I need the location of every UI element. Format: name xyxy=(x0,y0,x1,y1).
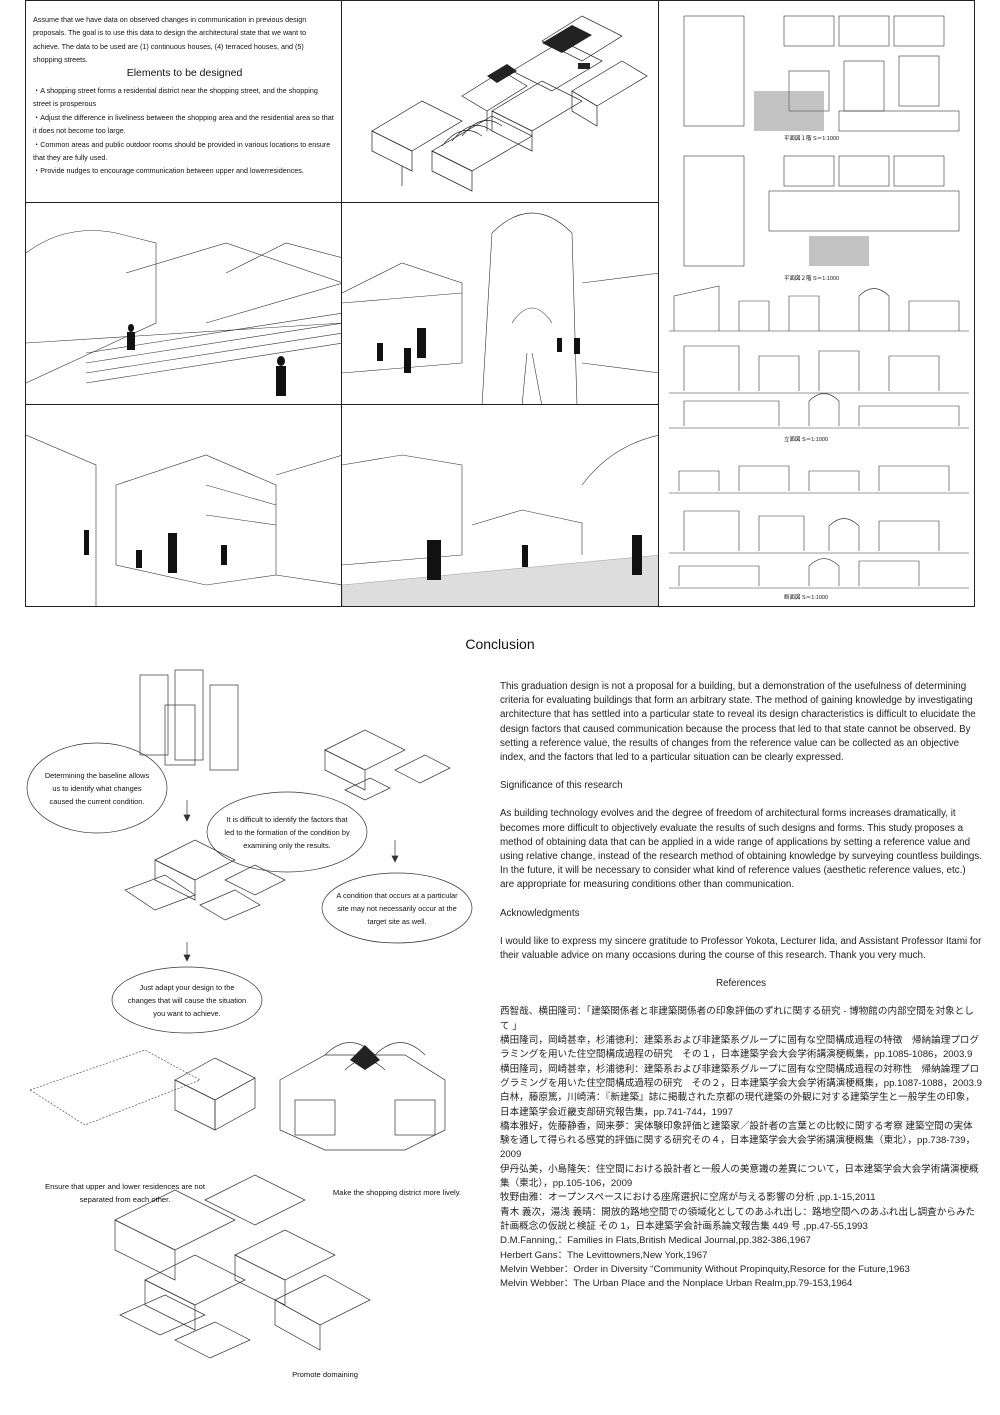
plan-elevation-drawings xyxy=(669,15,969,589)
caption-shopping: Make the shopping district more lively. xyxy=(332,1188,462,1197)
plan1-label: 平面図１階 S＝1:1000 xyxy=(784,136,840,142)
reference-item: 横田隆司，岡崎甚幸，杉浦徳利：建築系および非建築系グループに固有な空間構成過程の… xyxy=(500,1035,980,1061)
perspective-drawing xyxy=(26,230,341,396)
significance-text: As building technology evolves and the d… xyxy=(500,808,982,863)
bubble-baseline: Determining the baseline allows us to id… xyxy=(44,770,150,806)
reference-item: Melvin Webber：The Urban Place and the No… xyxy=(500,1278,853,1290)
perspective-drawing xyxy=(26,434,341,606)
perspective-drawing xyxy=(342,212,658,404)
conclusion-diagram xyxy=(26,669,473,1359)
reference-item: 牧野由雅：オープンスペースにおける座席選択に空席が与える影響の分析 ,pp.1-… xyxy=(500,1192,876,1204)
elevation-label: 立面図 S＝1:1000 xyxy=(784,437,829,443)
acknowledgments-heading: Acknowledgments xyxy=(500,907,580,919)
conclusion-paragraph: This graduation design is not a proposal… xyxy=(500,681,976,764)
section-label: 断面図 S＝1:1000 xyxy=(784,595,829,601)
future-text: In the future, it will be necessary to c… xyxy=(500,865,966,891)
caption-domaining: Promote domaining xyxy=(292,1370,358,1379)
elements-title: Elements to be designed xyxy=(126,67,243,79)
bubble-factors: It is difficult to identify the factors … xyxy=(224,814,350,850)
perspective-panel-3 xyxy=(25,404,342,607)
perspective-panel-1 xyxy=(25,202,342,405)
design-text-panel: Assume that we have data on observed cha… xyxy=(25,0,342,203)
reference-item: 橋本雅好，佐藤静香，岡来夢：実体験印象評価と建築家／設計者の言葉との比較に関する… xyxy=(500,1120,976,1161)
reference-item: Herbert Gans：The Levittowners,New York,1… xyxy=(500,1249,708,1261)
bubble-site: A condition that occurs at a particular … xyxy=(336,890,458,926)
design-bullets: ・A shopping street forms a residential d… xyxy=(33,84,335,178)
bullet-item: ・A shopping street forms a residential d… xyxy=(33,86,318,109)
perspective-panel-4 xyxy=(341,404,659,607)
drawings-panel: 平面図１階 S＝1:1000 平面図２階 S＝1:1000 立面図 S＝1:10… xyxy=(658,0,975,607)
bullet-item: ・Common areas and public outdoor rooms s… xyxy=(33,139,331,163)
conclusion-title: Conclusion xyxy=(465,636,535,652)
reference-item: D.M.Fanning,：Families in Flats,British M… xyxy=(500,1235,811,1247)
conclusion-text: This graduation design is not a proposal… xyxy=(500,680,982,1291)
reference-item: 白林，藤原篤，川崎清：『新建築』誌に掲載された京都の現代建築の外観に対する建築学… xyxy=(500,1092,975,1118)
bullet-item: ・Adjust the difference in liveliness bet… xyxy=(33,112,334,136)
significance-heading: Significance of this research xyxy=(500,780,623,792)
acknowledgments-text: I would like to express my sincere grati… xyxy=(500,935,982,962)
axonometric-drawing xyxy=(371,15,648,192)
plan2-label: 平面図２階 S＝1:1000 xyxy=(784,276,840,282)
perspective-panel-2 xyxy=(341,202,659,405)
axonometric-panel xyxy=(341,0,659,203)
reference-item: 伊丹弘美，小島隆矢：住空間における設計者と一般人の美意識の差異について，日本建築… xyxy=(500,1163,979,1190)
bullet-item: ・Provide nudges to encourage communicati… xyxy=(33,166,304,176)
perspective-drawing xyxy=(342,435,658,606)
design-intro: Assume that we have data on observed cha… xyxy=(33,15,307,65)
reference-item: 西智哉、横田隆司：「建築関係者と非建築関係者の印象評価のずれに関する研究 - 博… xyxy=(500,1006,974,1032)
references-heading: References xyxy=(715,978,767,990)
caption-residences: Ensure that upper and lower residences a… xyxy=(45,1182,205,1204)
reference-item: 青木 義次，湯浅 義晴：開放的路地空間での領域化としてのあふれ出し：路地空間への… xyxy=(500,1206,976,1232)
reference-item: 横田隆司，岡崎甚幸，杉浦徳利：建築系および非建築系グループに固有な空間構成過程の… xyxy=(500,1063,982,1089)
reference-item: Melvin Webber：Order in Diversity "Commun… xyxy=(500,1263,910,1275)
references-list: 西智哉、横田隆司：「建築関係者と非建築関係者の印象評価のずれに関する研究 - 博… xyxy=(500,1005,982,1291)
bubble-adapt: Just adapt your design to the changes th… xyxy=(127,982,247,1018)
